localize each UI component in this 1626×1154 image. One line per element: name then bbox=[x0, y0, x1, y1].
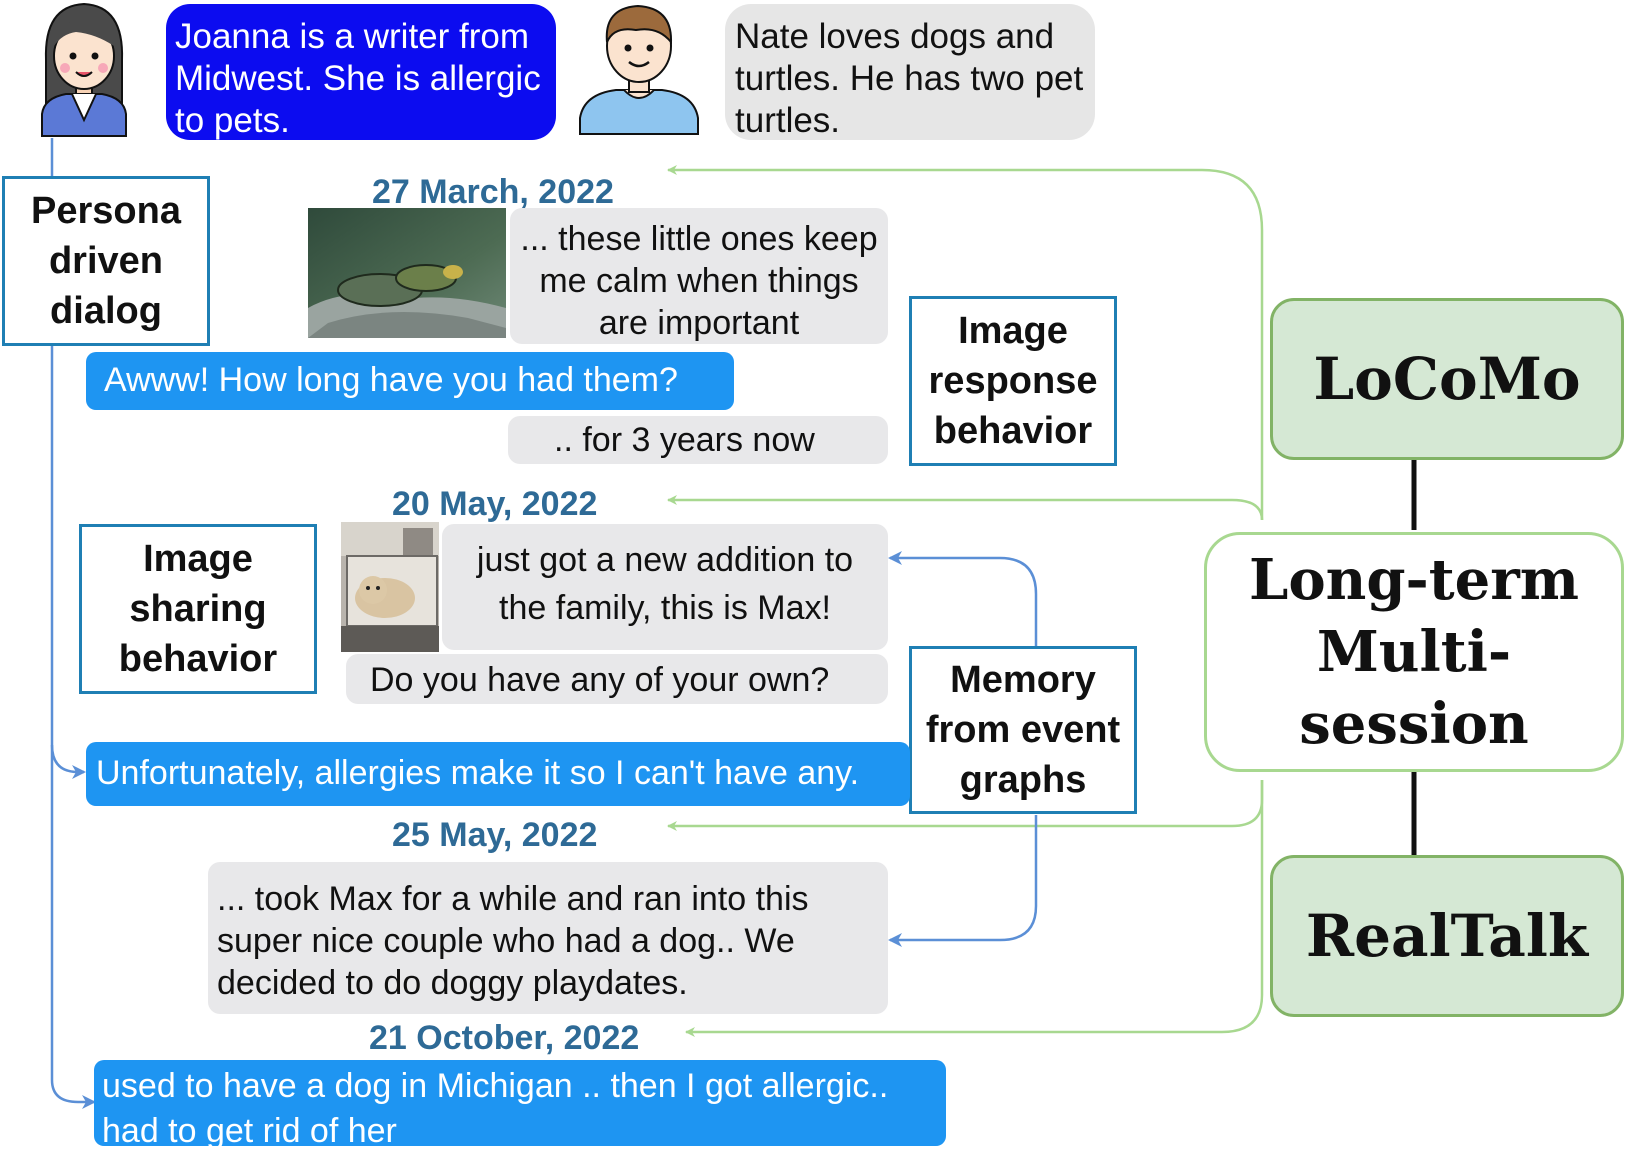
chat-message-nate: ... took Max for a while and ran into th… bbox=[208, 862, 888, 1014]
chat-message-nate: .. for 3 years now bbox=[508, 416, 888, 464]
session-date: 21 October, 2022 bbox=[369, 1019, 640, 1057]
framework-realtalk: RealTalk bbox=[1270, 855, 1624, 1017]
man-avatar-icon bbox=[574, 0, 704, 136]
chat-message-joanna: Awww! How long have you had them? bbox=[86, 352, 734, 410]
memory-arrow-down bbox=[888, 815, 1038, 947]
chat-message-nate: Do you have any of your own? bbox=[346, 654, 888, 704]
persona-arrow-michigan bbox=[50, 745, 96, 1109]
session-date: 20 May, 2022 bbox=[392, 485, 598, 523]
dog-photo bbox=[341, 522, 439, 652]
session-date: 25 May, 2022 bbox=[392, 816, 598, 854]
green-arrow-oct21 bbox=[685, 780, 1264, 1037]
memory-arrow-up bbox=[888, 551, 1038, 648]
label-image-sharing-behavior: Image sharing behavior bbox=[79, 524, 317, 694]
turtle-photo bbox=[308, 208, 506, 338]
session-date: 27 March, 2022 bbox=[372, 173, 614, 211]
label-memory-event-graphs: Memory from event graphs bbox=[909, 646, 1137, 814]
green-arrow-may20 bbox=[667, 495, 1264, 521]
persona-joanna-bubble: Joanna is a writer from Midwest. She is … bbox=[166, 4, 556, 140]
woman-avatar-icon bbox=[36, 0, 132, 138]
chat-message-nate: ... these little ones keep me calm when … bbox=[510, 208, 888, 344]
persona-nate-bubble: Nate loves dogs and turtles. He has two … bbox=[725, 4, 1095, 140]
chat-message-joanna: Unfortunately, allergies make it so I ca… bbox=[86, 742, 910, 806]
chat-message-joanna: used to have a dog in Michigan .. then I… bbox=[94, 1060, 946, 1150]
chat-message-nate: just got a new addition to the family, t… bbox=[442, 524, 888, 650]
framework-locomo: LoCoMo bbox=[1270, 298, 1624, 460]
green-arrow-top bbox=[667, 165, 1264, 520]
label-image-response-behavior: Image response behavior bbox=[909, 296, 1117, 466]
label-persona-driven-dialog: Persona driven dialog bbox=[2, 176, 210, 346]
framework-long-term-multi-session: Long-term Multi-session bbox=[1204, 532, 1624, 772]
